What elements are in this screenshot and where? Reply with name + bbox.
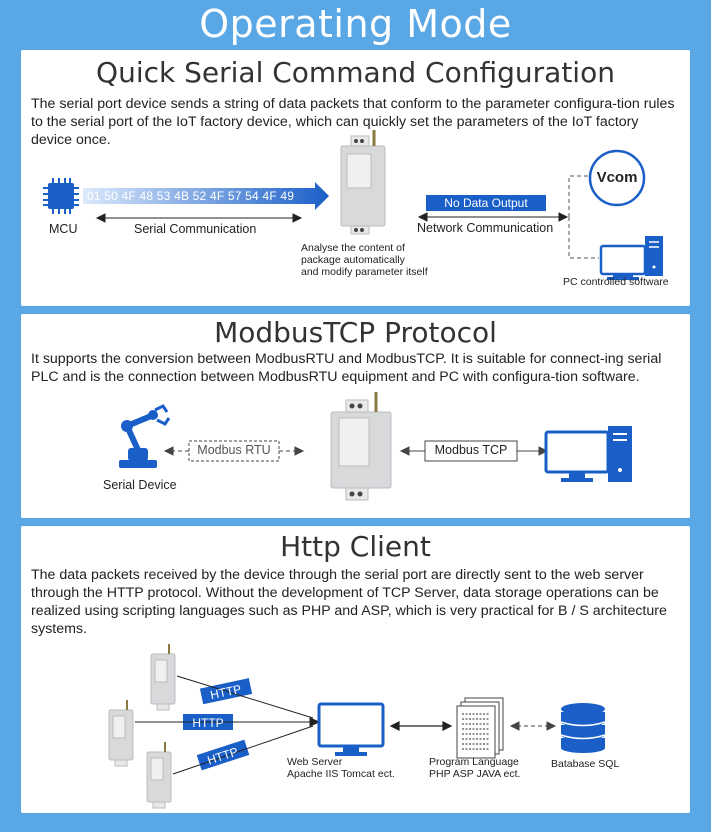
database-label: Batabase SQL xyxy=(551,758,620,770)
robot-arm-icon xyxy=(119,404,171,468)
no-data-output-box xyxy=(426,195,546,211)
http-diagram xyxy=(108,644,606,809)
serial-double-arrow xyxy=(95,213,303,223)
modbus-diagram xyxy=(119,392,632,501)
modbus-rtu-label: Modbus RTU xyxy=(197,443,271,457)
modbus-tcp-description: It supports the conversion between Modbu… xyxy=(31,351,662,385)
modbus-gateway-device-icon xyxy=(330,392,392,501)
mcu-chip-icon xyxy=(43,178,79,214)
web-server-line-2: Apache IIS Tomcat ect. xyxy=(287,768,395,780)
iot-device-icon xyxy=(340,130,386,235)
vcom-label: Vcom xyxy=(596,169,638,186)
pc-icon xyxy=(599,236,663,280)
program-arrow xyxy=(389,721,453,731)
hex-packet-label: 01 50 4F 48 53 4B 52 4F 57 54 4F 49 xyxy=(87,189,295,203)
quick-serial-description: The serial port device sends a string of… xyxy=(31,96,675,148)
http-device-icon xyxy=(146,742,172,809)
database-icon xyxy=(560,703,606,753)
analyse-line-2: package automatically xyxy=(301,254,405,266)
network-double-arrow xyxy=(417,212,569,222)
http-device-icon xyxy=(108,700,134,767)
modbus-pc-icon xyxy=(544,426,632,482)
web-server-line-1: Web Server xyxy=(287,756,343,768)
http-label-2: HTTP xyxy=(192,716,224,730)
quick-serial-title: Quick Serial Command Configuration xyxy=(96,56,615,89)
http-connection-line xyxy=(135,675,321,775)
quick-serial-diagram xyxy=(43,130,663,280)
modbus-tcp-title: ModbusTCP Protocol xyxy=(214,316,497,349)
http-client-panel: Http Client The data packets received by… xyxy=(21,526,690,813)
document-stack-icon xyxy=(456,697,504,759)
modbus-rtu-arrow xyxy=(163,440,305,462)
pc-controlled-software-label: PC controlled software xyxy=(563,276,669,288)
network-communication-label: Network Communication xyxy=(417,221,554,235)
program-language-line-2: PHP ASP JAVA ect. xyxy=(429,768,521,780)
quick-serial-panel: Quick Serial Command Configuration The s… xyxy=(21,50,690,306)
http-client-title: Http Client xyxy=(280,530,431,563)
analyse-line-3: and modify parameter itself xyxy=(301,266,428,278)
http-client-description: The data packets received by the device … xyxy=(31,567,667,637)
serial-data-arrow xyxy=(83,182,329,210)
serial-device-label: Serial Device xyxy=(103,478,177,492)
no-data-output-label: No Data Output xyxy=(444,196,528,210)
program-language-line-1: Program Language xyxy=(429,756,519,768)
http-tag xyxy=(196,739,250,771)
modbus-tcp-panel: ModbusTCP Protocol It supports the conve… xyxy=(21,314,690,518)
analyse-line-1: Analyse the content of xyxy=(301,242,405,254)
database-arrow xyxy=(509,721,557,731)
page-title: Operating Mode xyxy=(199,2,512,46)
modbus-tcp-arrow xyxy=(399,440,549,462)
serial-communication-label: Serial Communication xyxy=(134,222,257,236)
http-device-icon xyxy=(150,644,176,711)
mcu-label: MCU xyxy=(49,222,78,236)
modbus-tcp-label: Modbus TCP xyxy=(434,443,508,457)
web-server-monitor-icon xyxy=(317,702,385,756)
vcom-icon xyxy=(588,149,646,207)
